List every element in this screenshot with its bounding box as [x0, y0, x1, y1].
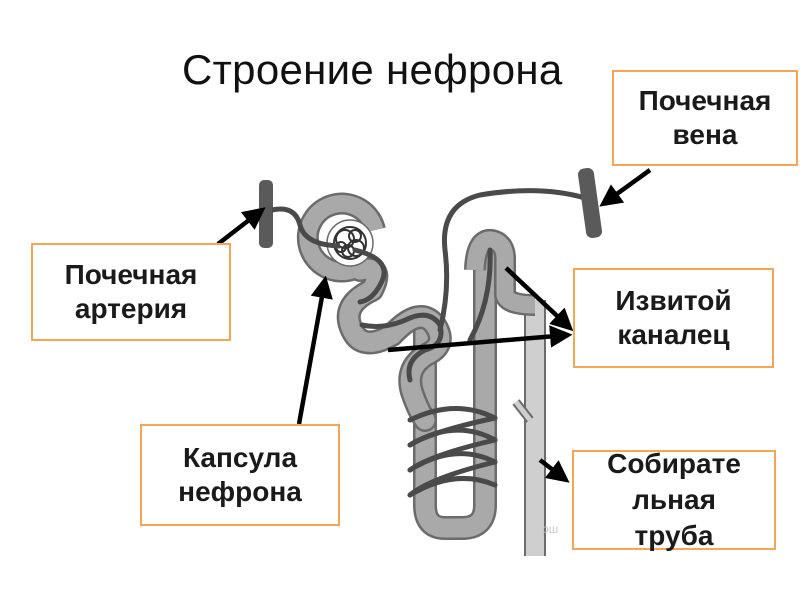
nephron-capsule-shape [296, 192, 386, 283]
pointer-arrows [216, 168, 652, 483]
renal-vein-vessel [577, 168, 603, 238]
label-renal-vein-text: Почечная вена [638, 85, 772, 150]
label-nephron-capsule-text: Капсула нефрона [178, 442, 302, 507]
efferent-vessel [352, 188, 588, 383]
arrow-tubule-1 [387, 325, 573, 353]
loop-of-henle [413, 250, 497, 540]
label-convoluted-tubule: Извитой каналец [573, 268, 774, 368]
label-collecting-duct: Собирате льная труба [572, 448, 776, 551]
arrow-tubule-2 [504, 266, 574, 332]
label-renal-artery: Почечная артерия [31, 243, 231, 341]
arrow-renal-artery [216, 207, 266, 246]
label-nephron-capsule: Капсула нефрона [140, 424, 340, 526]
watermark: рш [542, 522, 559, 536]
collecting-duct [512, 300, 546, 556]
label-collecting-duct-text: Собирате льная труба [607, 448, 741, 551]
arrow-renal-vein [599, 168, 652, 207]
arrow-capsule [296, 275, 333, 425]
distal-convoluted-tubule [464, 228, 536, 316]
label-renal-artery-text: Почечная артерия [64, 259, 198, 324]
label-renal-vein: Почечная вена [612, 70, 798, 166]
label-convoluted-tubule-text: Извитой каналец [615, 285, 732, 350]
renal-artery-vessel [259, 180, 341, 249]
vasa-recta-coil [407, 406, 498, 498]
slide-title: Строение нефрона [182, 46, 563, 93]
arrow-collecting-duct [538, 458, 570, 483]
